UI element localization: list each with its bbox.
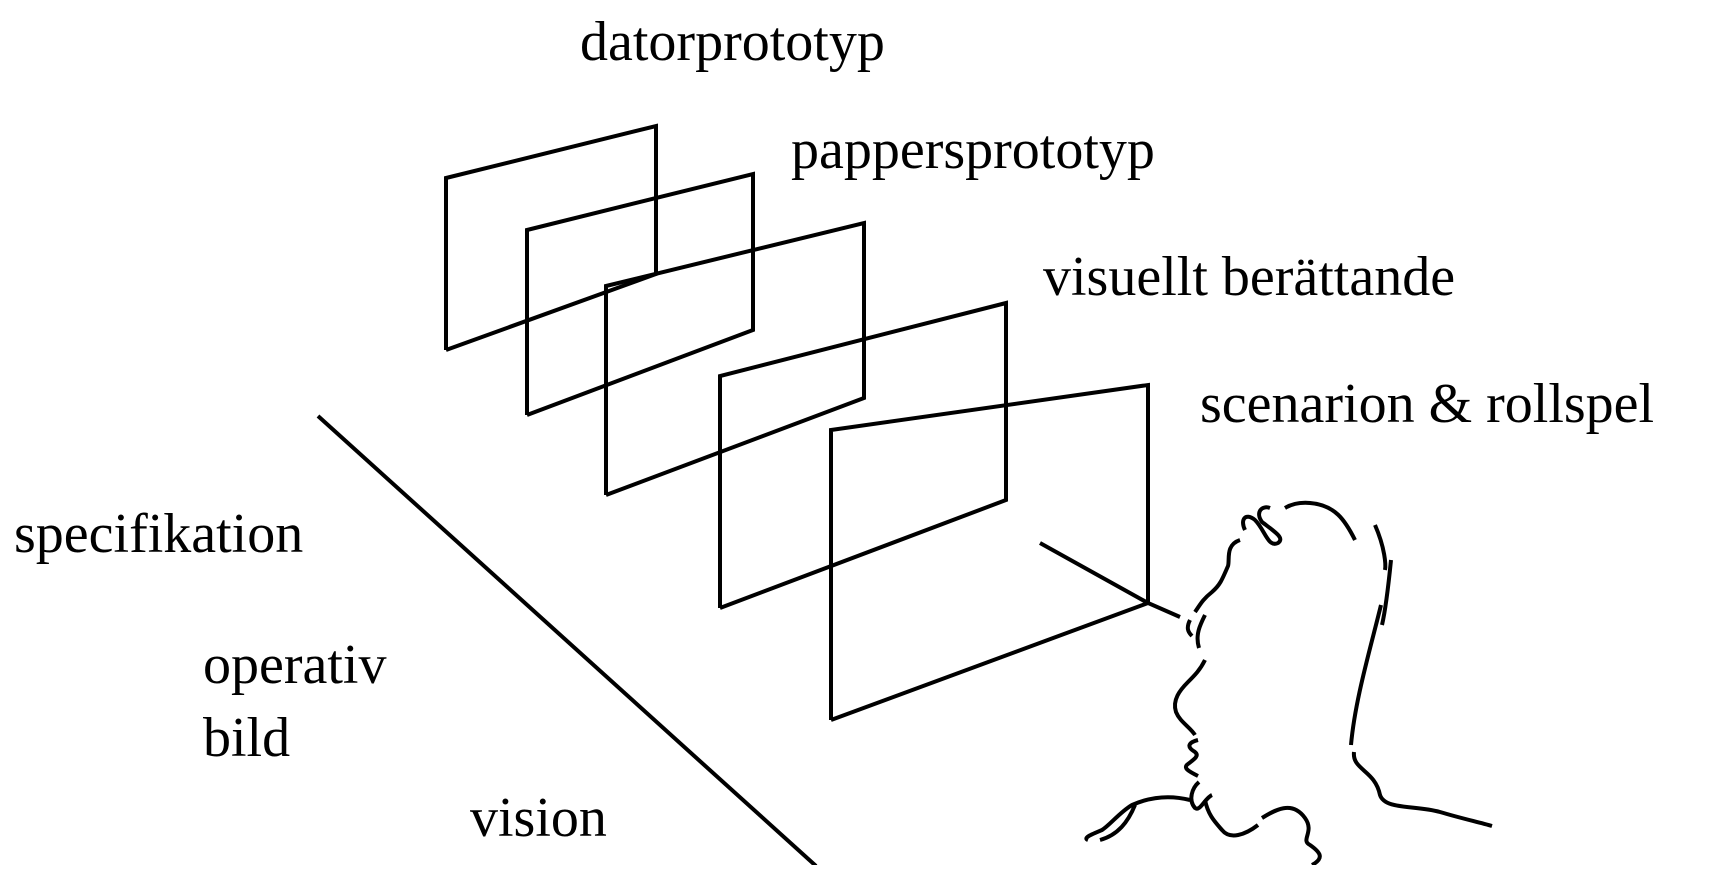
label-pappersprototyp: pappersprototyp xyxy=(791,119,1155,181)
viewer-head-icon xyxy=(1084,500,1493,867)
label-specifikation: specifikation xyxy=(14,503,304,565)
label-datorprototyp: datorprototyp xyxy=(580,11,885,73)
label-scenarion-rollspel: scenarion & rollspel xyxy=(1200,373,1655,435)
frame-visuellt-berattande xyxy=(604,220,866,497)
label-operativ: operativ xyxy=(203,634,387,696)
label-bild: bild xyxy=(203,707,291,769)
frame-datorprototyp xyxy=(444,123,658,352)
scale-diagonal-line xyxy=(316,414,818,868)
label-vision: vision xyxy=(470,787,607,849)
label-visuellt-berattande: visuellt berättande xyxy=(1043,246,1456,308)
frame-rollspel xyxy=(829,382,1150,722)
line-of-sight xyxy=(1039,541,1181,619)
frame-pappersprototyp xyxy=(525,171,755,417)
frame-scenarion xyxy=(718,300,1008,610)
